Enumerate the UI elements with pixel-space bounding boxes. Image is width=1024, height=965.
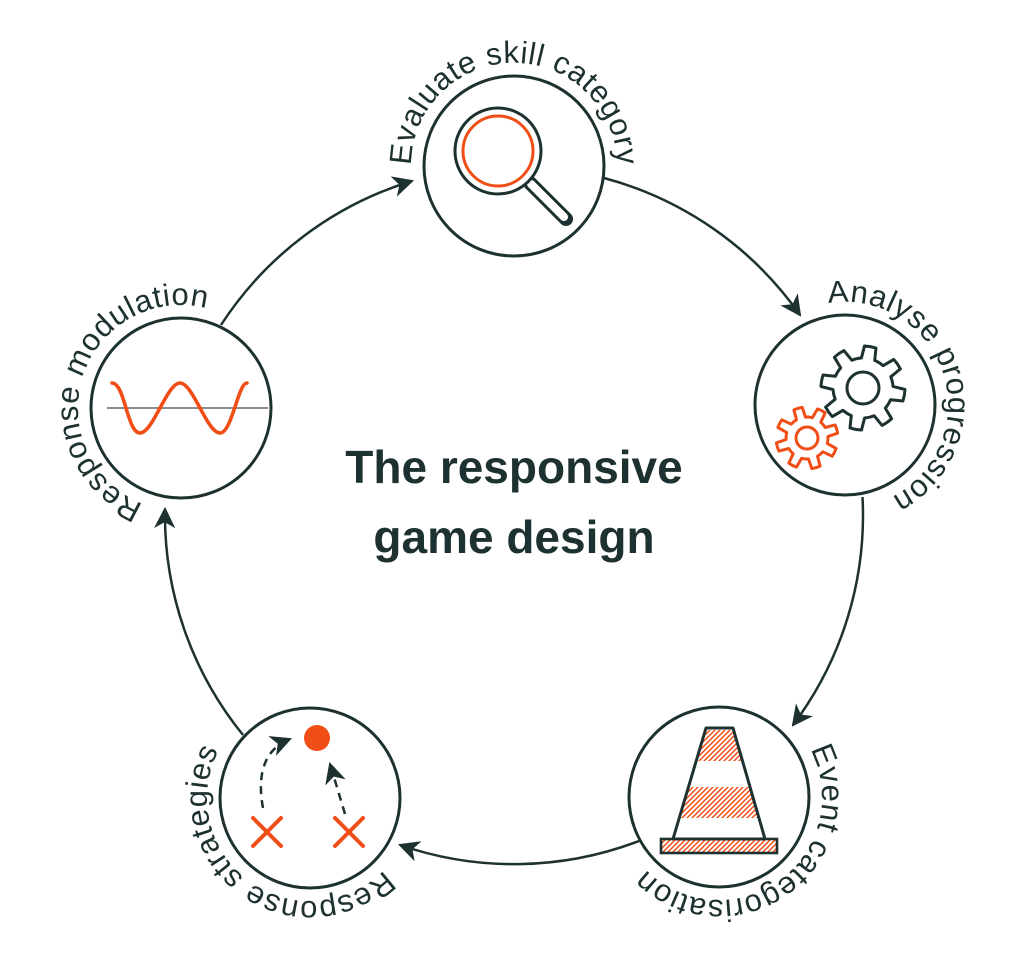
title-line-2: game design — [373, 511, 654, 563]
gears-icon — [774, 344, 907, 471]
node-response-strategies — [218, 706, 402, 890]
target-dot — [304, 725, 330, 751]
sine-wave-icon — [107, 381, 268, 435]
title-line-1: The responsive — [345, 441, 682, 493]
arrow-evaluate-to-analyse — [603, 176, 802, 317]
cycle-arrows — [154, 176, 865, 866]
x-mark-left — [251, 816, 283, 848]
arrow-event-to-strategies — [397, 839, 640, 866]
arrow-strategies-to-modulation — [154, 506, 244, 736]
strategy-arrows-icon — [251, 725, 365, 848]
arrow-analyse-to-event — [791, 496, 865, 727]
arrow-modulation-to-evaluate — [219, 176, 415, 326]
magnifying-glass-icon — [453, 106, 573, 226]
page-title: The responsive game design — [345, 441, 682, 563]
x-mark-right — [333, 816, 365, 848]
